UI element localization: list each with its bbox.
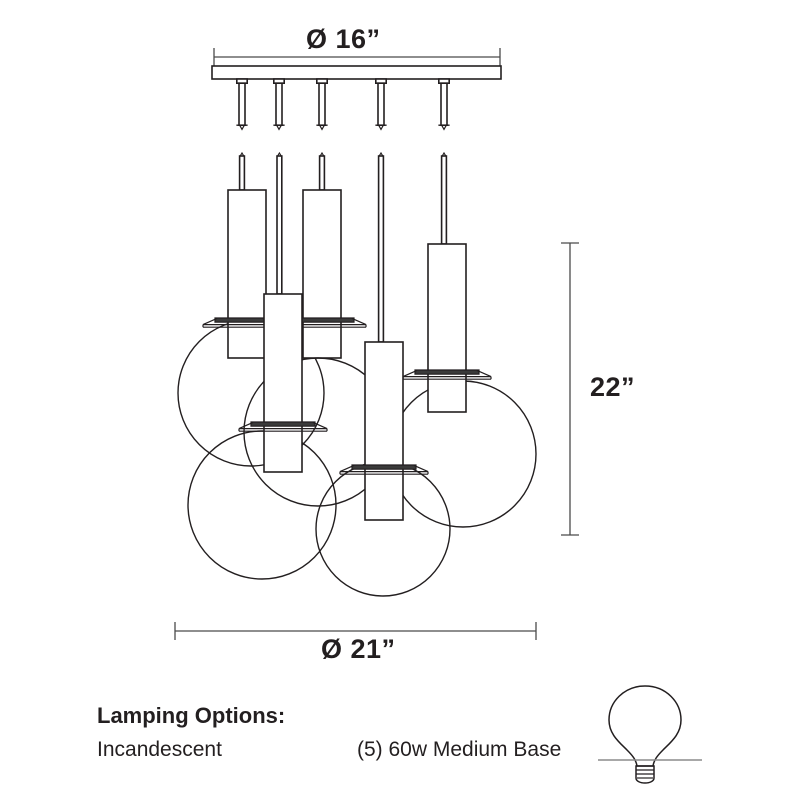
top-dimension-label: Ø 16” (306, 24, 381, 54)
pendant-2 (238, 293, 328, 473)
pendant-3 (277, 189, 367, 359)
drop-rod-5 (440, 151, 448, 245)
height-dimension-label: 22” (590, 372, 636, 402)
bottom-dimension-label: Ø 21” (321, 634, 396, 664)
bottom-dimension-line (174, 622, 537, 640)
pendant-1 (202, 189, 292, 359)
drop-rod-1 (238, 151, 246, 191)
canopy-stems (235, 78, 451, 131)
drop-rod-2 (276, 151, 283, 295)
lamping-options-title: Lamping Options: (97, 703, 286, 728)
right-dimension-line (561, 242, 579, 536)
canopy (211, 65, 502, 80)
lamping-type-label: Incandescent (97, 738, 222, 761)
lamping-spec-label: (5) 60w Medium Base (357, 738, 562, 761)
pendant-4 (339, 341, 429, 521)
light-bulb-icon (598, 685, 702, 784)
top-dimension-line (213, 48, 501, 66)
pendant-5 (402, 243, 492, 413)
drop-rod-3 (318, 151, 326, 191)
drop-rod-4 (377, 151, 385, 343)
